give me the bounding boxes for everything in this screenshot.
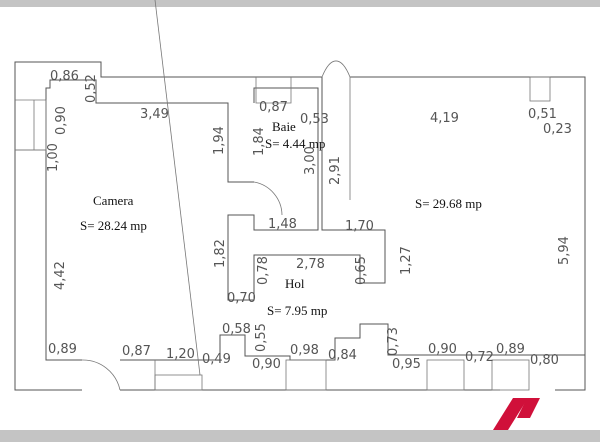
living-door-arc xyxy=(321,60,351,200)
bottom-border-bar xyxy=(0,430,600,442)
dim: 0,98 xyxy=(290,343,319,358)
outer-wall xyxy=(14,61,322,391)
dim: 0,49 xyxy=(202,352,231,367)
window-top-right xyxy=(529,76,551,102)
dim: 1,00 xyxy=(46,143,61,172)
window-bottom-4 xyxy=(491,359,530,391)
dim: 0,72 xyxy=(465,350,494,365)
brand-logo xyxy=(493,398,540,430)
room-area-living: S= 29.68 mp xyxy=(415,196,482,211)
dim: 0,70 xyxy=(227,291,256,306)
sill xyxy=(154,0,201,376)
room-name-hol: Hol xyxy=(285,276,305,291)
room-area-camera: S= 28.24 mp xyxy=(80,218,147,233)
dim: 0,87 xyxy=(259,100,288,115)
dim: 0,58 xyxy=(222,322,251,337)
window-bottom-2 xyxy=(285,359,327,391)
walls xyxy=(14,0,586,391)
dim: 0,89 xyxy=(48,342,77,357)
dimension-labels: 0,86 0,52 0,90 1,00 3,49 1,94 0,87 0,53 … xyxy=(46,69,572,372)
dim: 0,78 xyxy=(256,256,271,285)
dim: 0,51 xyxy=(528,107,557,122)
shaft xyxy=(255,77,292,104)
dim: 0,23 xyxy=(543,122,572,137)
dim: 4,42 xyxy=(53,261,68,290)
outer-wall-right xyxy=(350,76,586,391)
window-bottom-3 xyxy=(426,359,465,391)
dim: 0,52 xyxy=(84,74,99,103)
dim: 0,86 xyxy=(50,69,79,84)
dim: 0,53 xyxy=(300,112,329,127)
dim: 0,80 xyxy=(530,353,559,368)
dim: 0,89 xyxy=(496,342,525,357)
dim: 4,19 xyxy=(430,111,459,126)
room-labels: Camera S= 28.24 mp Baie S= 4.44 mp Hol S… xyxy=(80,119,482,318)
dim: 1,82 xyxy=(213,239,228,268)
baie-wall xyxy=(227,77,386,301)
dim: 3,49 xyxy=(140,107,169,122)
dim: 0,90 xyxy=(54,106,69,135)
dim: 1,20 xyxy=(166,347,195,362)
top-border-bar xyxy=(0,0,600,7)
dim: 5,94 xyxy=(557,236,572,265)
dim: 0,95 xyxy=(392,357,421,372)
dim: 0,90 xyxy=(428,342,457,357)
logo-stripe xyxy=(493,398,528,430)
dim: 0,73 xyxy=(386,327,401,356)
dim: 0,90 xyxy=(252,357,281,372)
dim: 1,84 xyxy=(252,127,267,156)
logo-stripe xyxy=(517,398,540,418)
entrance-door-arc xyxy=(81,359,121,391)
dim: 1,27 xyxy=(399,246,414,275)
room-area-baie: S= 4.44 mp xyxy=(265,136,325,151)
dim: 0,55 xyxy=(254,323,269,352)
dim: 3,00 xyxy=(303,146,318,175)
dim: 0,84 xyxy=(328,348,357,363)
dim: 0,65 xyxy=(354,256,369,285)
dim: 2,91 xyxy=(328,156,343,185)
dim: 1,94 xyxy=(212,126,227,155)
room-area-hol: S= 7.95 mp xyxy=(267,303,327,318)
camera-inner-wall xyxy=(45,79,254,361)
camera-door-arc xyxy=(253,181,283,216)
dim: 0,87 xyxy=(122,344,151,359)
dim: 1,48 xyxy=(268,217,297,232)
dim: 2,78 xyxy=(296,257,325,272)
window-bottom-1 xyxy=(154,374,203,391)
dim: 1,70 xyxy=(345,219,374,234)
room-name-camera: Camera xyxy=(93,193,134,208)
room-name-baie: Baie xyxy=(272,119,296,134)
window-left-box xyxy=(15,99,47,151)
